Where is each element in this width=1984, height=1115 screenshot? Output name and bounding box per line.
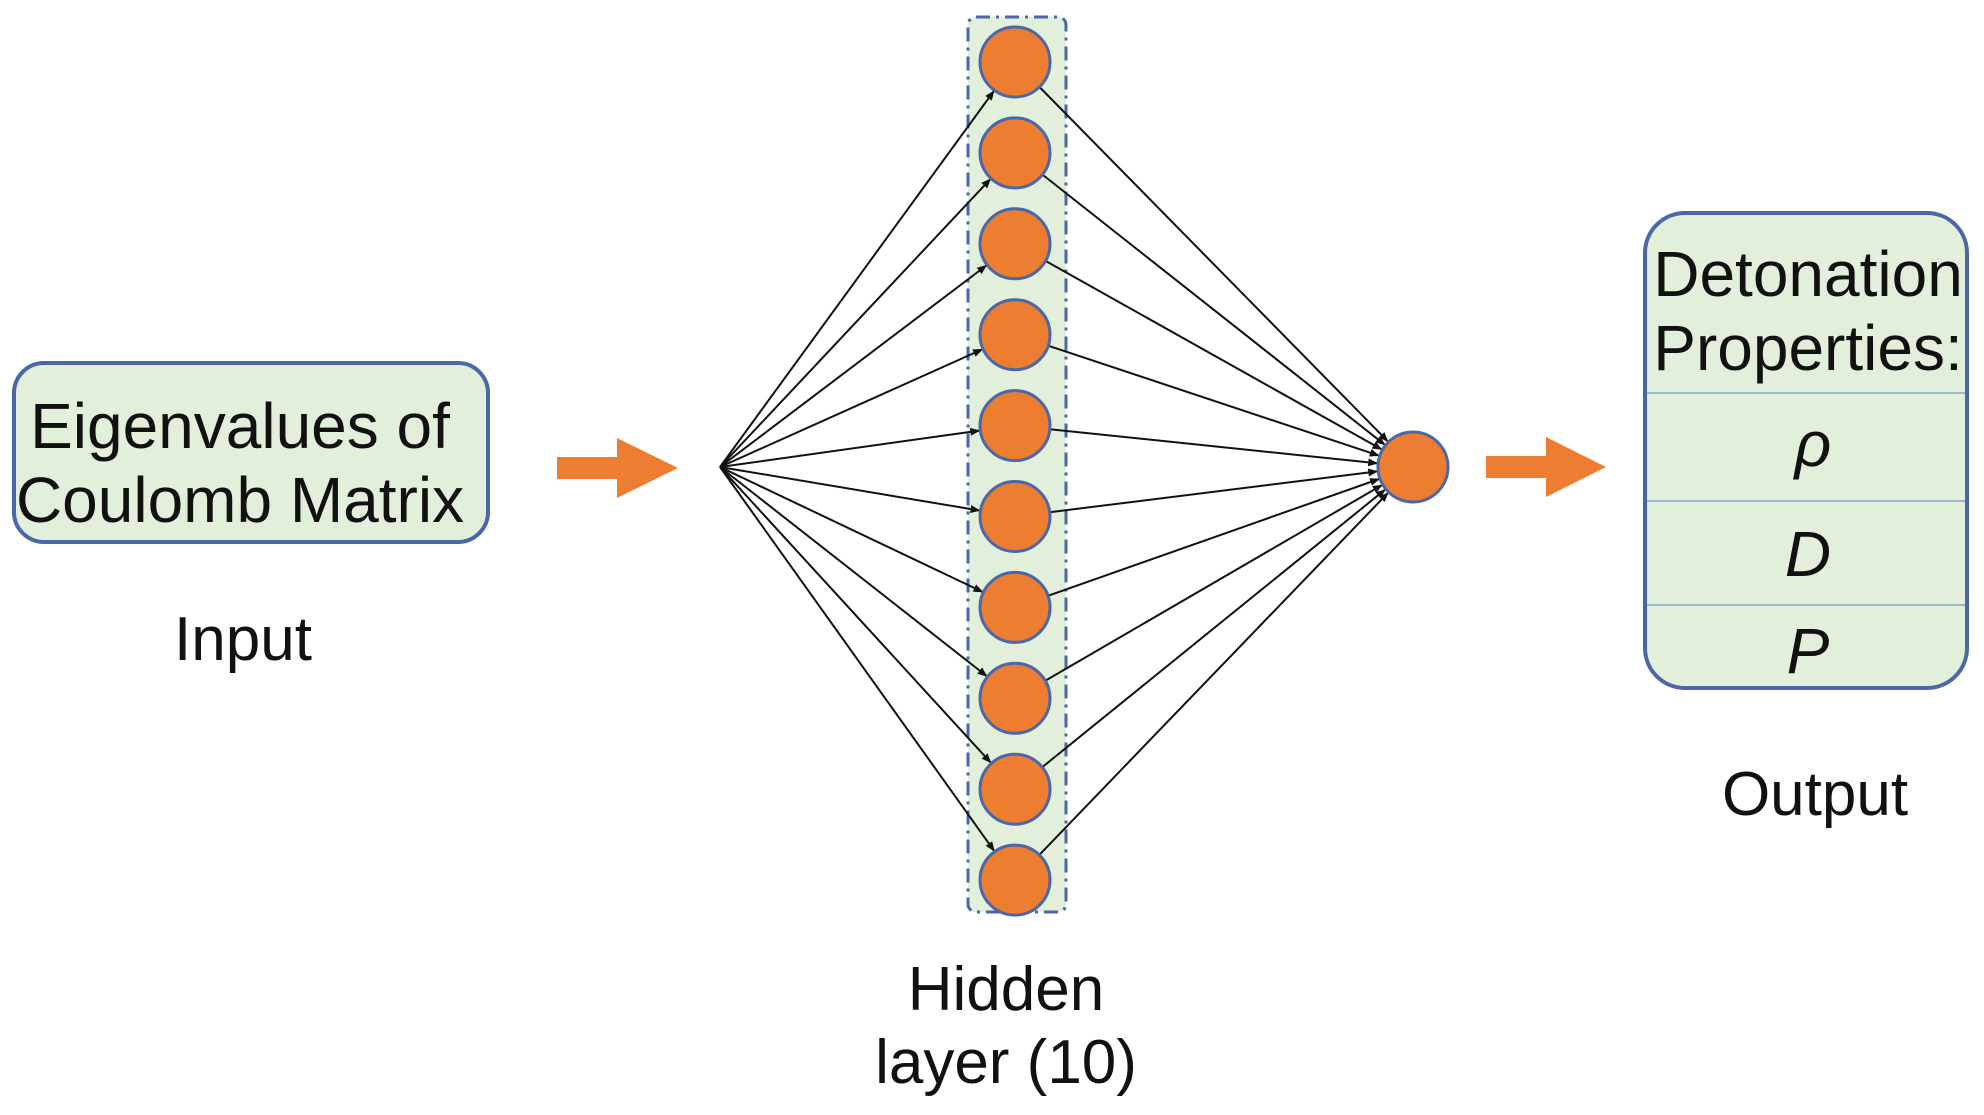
hidden-to-output-edge (1047, 478, 1381, 597)
input-to-hidden-edge (719, 178, 992, 468)
input-to-hidden-edge (719, 348, 984, 468)
hidden-node (978, 25, 1052, 99)
hidden-to-output-edge (1038, 86, 1389, 443)
hidden-to-output-edge (1049, 468, 1379, 514)
hidden-node (978, 570, 1052, 644)
output-header-line-2: Properties: (1653, 312, 1962, 384)
output-caption: Output (1722, 760, 1908, 829)
hidden-caption-line-2: layer (10) (875, 1028, 1137, 1097)
input-arrow (557, 438, 678, 498)
output-node (1376, 430, 1450, 504)
hidden-node (978, 116, 1052, 190)
output-header-line-1: Detonation (1653, 238, 1963, 310)
hidden-to-output-edge (1041, 173, 1386, 446)
hidden-node (978, 752, 1052, 826)
hidden-to-output-edge (1041, 488, 1386, 768)
input-box-line-1: Eigenvalues of (30, 390, 450, 462)
input-box-line-2: Coulomb Matrix (16, 464, 464, 536)
hidden-node (978, 389, 1052, 463)
hidden-to-output-edge (1049, 428, 1379, 467)
input-to-hidden-edge (719, 466, 988, 677)
hidden-node (978, 661, 1052, 735)
hidden-to-output-edge (1044, 484, 1383, 682)
hidden-node (978, 207, 1052, 281)
hidden-to-output-edge (1047, 344, 1380, 457)
input-to-hidden-edge (719, 466, 981, 513)
output-arrow (1486, 437, 1606, 497)
output-box (1643, 211, 1969, 690)
connection-edges (719, 86, 1389, 856)
input-to-hidden-edge (719, 264, 988, 468)
hidden-to-output-edge (1038, 492, 1389, 856)
hidden-node (978, 480, 1052, 553)
hidden-caption-line-1: Hidden (908, 955, 1104, 1024)
output-row-d: D (1785, 518, 1831, 590)
input-to-hidden-edge (719, 427, 981, 468)
input-caption: Input (174, 605, 312, 674)
hidden-node (978, 843, 1052, 917)
input-box (12, 361, 490, 544)
hidden-nodes (978, 25, 1052, 917)
input-to-hidden-edge (719, 466, 984, 593)
hidden-node (978, 298, 1052, 372)
input-to-hidden-edge (719, 466, 992, 764)
output-row-rho: ρ (1793, 408, 1832, 480)
input-to-hidden-edge (719, 90, 995, 468)
hidden-to-output-edge (1045, 260, 1383, 451)
input-to-hidden-edge (719, 466, 995, 852)
output-row-p: P (1787, 615, 1830, 687)
